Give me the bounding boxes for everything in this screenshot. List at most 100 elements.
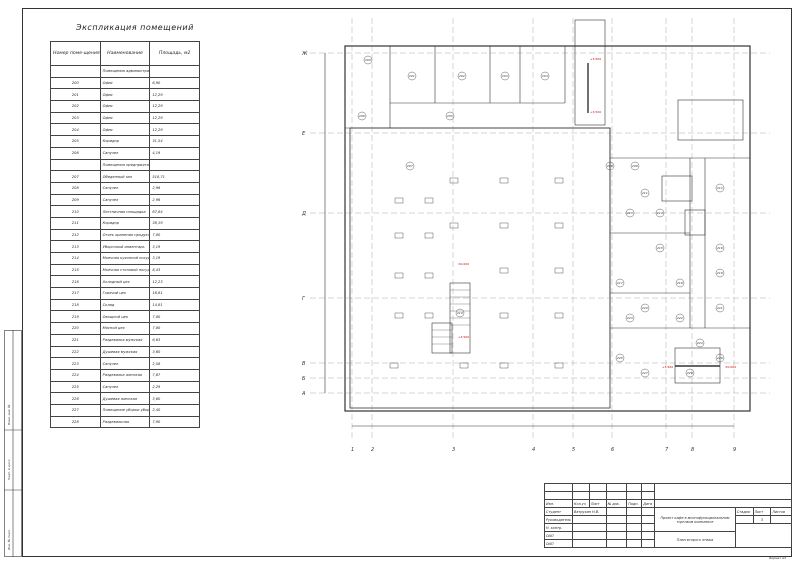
room-area: 7,80 xyxy=(149,322,200,335)
room-tag: 203 xyxy=(502,74,508,78)
stamp-sheet-label: Лист xyxy=(752,507,772,516)
room-tag-circle xyxy=(455,308,465,318)
room-tag: 225 xyxy=(617,356,623,360)
room-tag-circle xyxy=(715,353,725,363)
level-mark: +3,500 xyxy=(590,57,601,61)
room-tag: 219 xyxy=(717,271,723,275)
room-tag: 206 xyxy=(359,114,365,118)
stamp-oap2: ОАП xyxy=(543,539,574,548)
stamp-header-3: № док. xyxy=(605,499,628,508)
room-tag: 227 xyxy=(642,371,648,375)
room-tag-circle xyxy=(715,183,725,193)
room-name: Уборочный инвентарь xyxy=(99,240,151,253)
room-area: 2,96 xyxy=(149,181,200,195)
room-tag: 210 xyxy=(457,311,463,315)
room-tag-circle xyxy=(685,368,695,378)
room-area: 6,63 xyxy=(149,333,200,347)
explication-header-name: Наименование xyxy=(99,41,151,66)
room-area: 14,81 xyxy=(149,298,200,312)
room-number: 219 xyxy=(50,310,101,324)
stamp-ncontrol: Н. контр. xyxy=(543,523,574,532)
stamp-header-1: Кол.уч xyxy=(572,499,590,508)
level-mark: ±0,000 xyxy=(725,365,736,369)
axis-number: 7 xyxy=(665,447,669,453)
stamp-header-5: Дата xyxy=(641,499,656,508)
room-tag-circle xyxy=(363,55,373,65)
room-number: 202 xyxy=(50,100,101,113)
left-strip-2: Подп. и дата xyxy=(7,459,11,480)
room-area: 31,54 xyxy=(149,135,200,148)
explication-section-title: Помещения предприятия общественного пита… xyxy=(99,158,151,172)
room-number: 223 xyxy=(50,357,101,370)
room-area: 7,80 xyxy=(149,310,200,324)
room-area: 3,19 xyxy=(149,252,200,265)
room-name: Офис xyxy=(99,88,151,102)
room-tag-circle xyxy=(615,353,625,363)
explication-header-area: Площадь, м2 xyxy=(149,41,200,66)
room-area: 7,90 xyxy=(149,415,200,429)
explication-section-row: Помещения предприятия общественного пита… xyxy=(50,158,200,172)
room-name: Душевая женская xyxy=(99,392,151,405)
room-tag: 207 xyxy=(407,164,413,168)
room-tag: 221 xyxy=(717,306,723,310)
axis-number: 1 xyxy=(351,447,354,453)
axis-number: 8 xyxy=(691,447,694,453)
stamp-stage-label: Стадия xyxy=(734,507,754,516)
sheet-frame xyxy=(22,8,792,557)
room-tag-circle xyxy=(695,338,705,348)
room-name: Санузел xyxy=(99,181,151,195)
room-number: 207 xyxy=(50,170,101,183)
room-name: Коридор xyxy=(99,135,151,148)
room-tag-circle xyxy=(675,278,685,288)
room-tag-circle xyxy=(630,161,640,171)
room-tag-circle xyxy=(405,161,415,171)
room-number: 212 xyxy=(50,228,101,242)
room-tag: 226 xyxy=(717,356,723,360)
axis-letter: Д xyxy=(301,211,306,217)
room-area: 2,29 xyxy=(149,380,200,394)
axis-letter: Б xyxy=(302,376,306,382)
room-tag-circle xyxy=(445,111,455,121)
room-area: 7,80 xyxy=(149,228,200,242)
room-name: Горячий цех xyxy=(99,287,151,300)
room-area: 2,40 xyxy=(149,403,200,417)
room-name: Склад xyxy=(99,298,151,312)
level-mark: ±0,000 xyxy=(458,262,469,266)
room-name: Лестничная площадка xyxy=(99,205,151,218)
room-number: 216 xyxy=(50,275,101,289)
room-name: Санузел xyxy=(99,193,151,207)
axis-number: 5 xyxy=(572,447,575,453)
room-number: 217 xyxy=(50,287,101,300)
room-number: 209 xyxy=(50,193,101,207)
explication-header-num: Номер поме-щения xyxy=(50,41,101,66)
room-number: 220 xyxy=(50,322,101,335)
room-name: Мясной цех xyxy=(99,322,151,335)
room-number: 227 xyxy=(50,403,101,417)
room-area: 8,43 xyxy=(149,263,200,277)
level-mark: +3,500 xyxy=(662,365,673,369)
room-number: 222 xyxy=(50,345,101,359)
room-name: Санузел xyxy=(99,146,151,160)
room-tag-circle xyxy=(655,208,665,218)
room-area: 4,19 xyxy=(149,146,200,160)
left-strip-3: Инв. № подл. xyxy=(7,529,11,550)
room-area: 3,60 xyxy=(149,345,200,359)
room-tag-circle xyxy=(715,268,725,278)
room-tag: 217 xyxy=(617,281,623,285)
room-tag-circle xyxy=(655,243,665,253)
